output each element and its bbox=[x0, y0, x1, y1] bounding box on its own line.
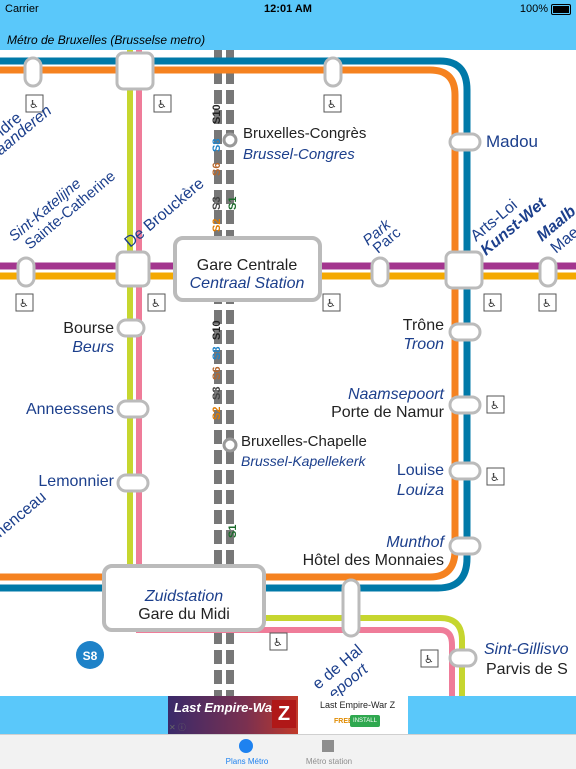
svg-text:♿: ♿ bbox=[326, 297, 336, 310]
svg-text:♿: ♿ bbox=[424, 653, 434, 666]
tab-bar: Plans Métro Métro station bbox=[0, 734, 576, 769]
wheelchair-icon: ♿ bbox=[153, 94, 172, 113]
wheelchair-icon: ♿ bbox=[322, 293, 341, 312]
station-porte-de-namur[interactable]: Porte de Namur bbox=[331, 404, 445, 421]
ad-art-title: Last Empire-War bbox=[174, 700, 278, 715]
ad-free-label: FREE bbox=[334, 718, 353, 725]
station-gare-centrale-nl: Centraal Station bbox=[190, 275, 305, 292]
rail-stops bbox=[222, 132, 238, 453]
ad-area: Last Empire-War Z ✕ ⓘ Last Empire-War Z … bbox=[0, 696, 576, 734]
wheelchair-icon: ♿ bbox=[323, 94, 342, 113]
station-bruxelles-congres-nl[interactable]: Brussel-Congres bbox=[243, 146, 355, 163]
line-lime bbox=[127, 50, 465, 696]
station-zuidstation: Zuidstation bbox=[144, 588, 223, 605]
rail-label-s6: S6 bbox=[211, 367, 223, 380]
svg-text:♿: ♿ bbox=[157, 98, 167, 111]
station-gare-du-midi: Gare du Midi bbox=[138, 606, 230, 623]
ad-title: Last Empire-War Z bbox=[320, 700, 396, 710]
station-bruxelles-chapelle-fr[interactable]: Bruxelles-Chapelle bbox=[241, 433, 367, 450]
station-square-icon bbox=[322, 740, 334, 752]
carrier-label: Carrier bbox=[5, 3, 39, 15]
clock: 12:01 AM bbox=[264, 3, 312, 15]
station-bruxelles-chapelle-nl[interactable]: Brussel-Kapellekerk bbox=[241, 453, 366, 469]
rail-label-s8: S8 bbox=[211, 139, 223, 152]
rail-label-s1: S1 bbox=[227, 525, 239, 538]
station-stops bbox=[16, 51, 558, 668]
svg-text:♿: ♿ bbox=[19, 297, 29, 310]
rail-label-s8: S8 bbox=[211, 347, 223, 360]
rail-label-s3: S3 bbox=[211, 197, 223, 210]
line-pink bbox=[136, 50, 455, 696]
wheelchair-icon: ♿ bbox=[147, 293, 166, 312]
rail-label-s1: S1 bbox=[227, 197, 239, 210]
wheelchair-icon: ♿ bbox=[486, 467, 505, 486]
station-naamsepoort[interactable]: Naamsepoort bbox=[348, 386, 445, 403]
s8-badge-label: S8 bbox=[83, 649, 98, 663]
wheelchair-icon: ♿ bbox=[25, 94, 44, 113]
interchange-gare-du-midi[interactable]: Zuidstation Gare du Midi bbox=[102, 564, 266, 632]
wheelchair-icon: ♿ bbox=[538, 293, 557, 312]
tab-plans-metro[interactable]: Plans Métro bbox=[192, 735, 302, 769]
svg-text:♿: ♿ bbox=[542, 297, 552, 310]
station-beurs[interactable]: Beurs bbox=[72, 339, 114, 356]
rail-label-s3: S3 bbox=[211, 387, 223, 400]
station-sint-gillis[interactable]: Sint-Gillisvo bbox=[484, 641, 569, 658]
wheelchair-icon: ♿ bbox=[269, 632, 288, 651]
rail-label-s2: S2 bbox=[211, 407, 223, 420]
svg-text:♿: ♿ bbox=[487, 297, 497, 310]
station-louise[interactable]: Louise bbox=[397, 462, 444, 479]
interchange-gare-centrale[interactable]: Gare Centrale Centraal Station bbox=[173, 236, 322, 302]
rail-label-s6: S6 bbox=[211, 163, 223, 176]
map-circle-icon bbox=[239, 739, 253, 753]
station-gare-centrale-fr: Gare Centrale bbox=[197, 257, 298, 274]
station-hotel-des-monnaies[interactable]: Hôtel des Monnaies bbox=[303, 552, 444, 569]
battery-percent: 100% bbox=[519, 3, 548, 15]
ad-banner[interactable]: Last Empire-War Z ✕ ⓘ Last Empire-War Z … bbox=[168, 696, 408, 734]
station-lemonnier[interactable]: Lemonnier bbox=[38, 473, 114, 490]
station-munthof[interactable]: Munthof bbox=[386, 534, 445, 551]
ad-art-letter: Z bbox=[272, 700, 296, 728]
station-louiza[interactable]: Louiza bbox=[397, 482, 444, 499]
station-trone[interactable]: Trône bbox=[403, 317, 444, 334]
rail-labels: S10 S8 S6 S3 S2 S1 S10 S8 S6 S3 S2 S1 bbox=[211, 104, 239, 538]
ad-install-button[interactable]: INSTALL bbox=[350, 715, 380, 727]
s8-badge: S8 bbox=[76, 641, 104, 669]
svg-text:♿: ♿ bbox=[29, 98, 39, 111]
wheelchair-icon: ♿ bbox=[486, 395, 505, 414]
battery-icon bbox=[551, 4, 571, 15]
svg-text:♿: ♿ bbox=[151, 297, 161, 310]
station-bruxelles-congres-fr[interactable]: Bruxelles-Congrès bbox=[243, 125, 366, 142]
status-bar: Carrier 12:01 AM 100% bbox=[0, 0, 576, 18]
rail-track bbox=[214, 50, 234, 696]
navigation-bar: Métro de Bruxelles (Brusselse metro) bbox=[0, 18, 576, 50]
svg-text:♿: ♿ bbox=[327, 98, 337, 111]
ad-close-icon[interactable]: ✕ ⓘ bbox=[169, 723, 186, 732]
station-clemenceau[interactable]: nenceau bbox=[0, 489, 50, 541]
svg-text:♿: ♿ bbox=[490, 471, 500, 484]
station-bourse[interactable]: Bourse bbox=[63, 320, 114, 337]
svg-text:♿: ♿ bbox=[490, 399, 500, 412]
tab-label: Métro station bbox=[305, 757, 353, 766]
rail-label-s10: S10 bbox=[211, 320, 223, 340]
wheelchair-icon: ♿ bbox=[420, 649, 439, 668]
page-title: Métro de Bruxelles (Brusselse metro) bbox=[7, 33, 206, 47]
wheelchair-icon: ♿ bbox=[483, 293, 502, 312]
rail-label-s10: S10 bbox=[211, 104, 223, 124]
station-troon[interactable]: Troon bbox=[403, 336, 444, 353]
station-anneessens[interactable]: Anneessens bbox=[26, 401, 114, 418]
metro-map[interactable]: Gare Centrale Centraal Station Zuidstati… bbox=[0, 50, 576, 696]
station-parvis[interactable]: Parvis de S bbox=[486, 661, 568, 678]
svg-text:♿: ♿ bbox=[273, 636, 283, 649]
rail-label-s2: S2 bbox=[211, 219, 223, 232]
line-orange bbox=[0, 66, 459, 581]
metro-map-svg[interactable]: Gare Centrale Centraal Station Zuidstati… bbox=[0, 50, 576, 696]
station-madou[interactable]: Madou bbox=[486, 132, 538, 151]
wheelchair-icon: ♿ bbox=[15, 293, 34, 312]
ad-artwork[interactable]: Last Empire-War Z ✕ ⓘ bbox=[168, 696, 298, 734]
tab-label: Plans Métro bbox=[225, 757, 269, 766]
wheelchair-icons: ♿ ♿ ♿ ♿ ♿ ♿ ♿ ♿ ♿ ♿ ♿ ♿ bbox=[15, 94, 557, 668]
tab-metro-station[interactable]: Métro station bbox=[274, 735, 384, 769]
